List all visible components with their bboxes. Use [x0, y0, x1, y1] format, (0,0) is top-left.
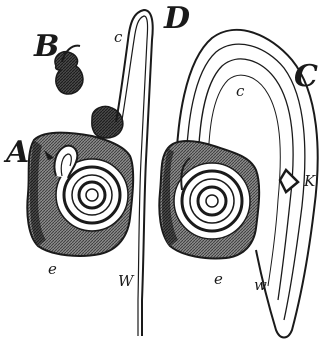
label-e-right: e	[214, 270, 223, 288]
k-marker	[280, 170, 298, 192]
label-w-middle: W	[118, 272, 135, 290]
figure-c-spiral-outer	[174, 163, 250, 239]
label-d: D	[163, 1, 190, 36]
label-c-right: c	[236, 82, 245, 100]
label-c-left: c	[114, 28, 123, 46]
label-k: K	[303, 172, 316, 190]
label-a: A	[3, 135, 29, 170]
figure-a	[27, 133, 133, 256]
label-c: C	[294, 59, 318, 94]
label-b: B	[33, 29, 59, 64]
label-e-left: e	[48, 260, 57, 278]
label-w-right: w	[254, 276, 267, 294]
